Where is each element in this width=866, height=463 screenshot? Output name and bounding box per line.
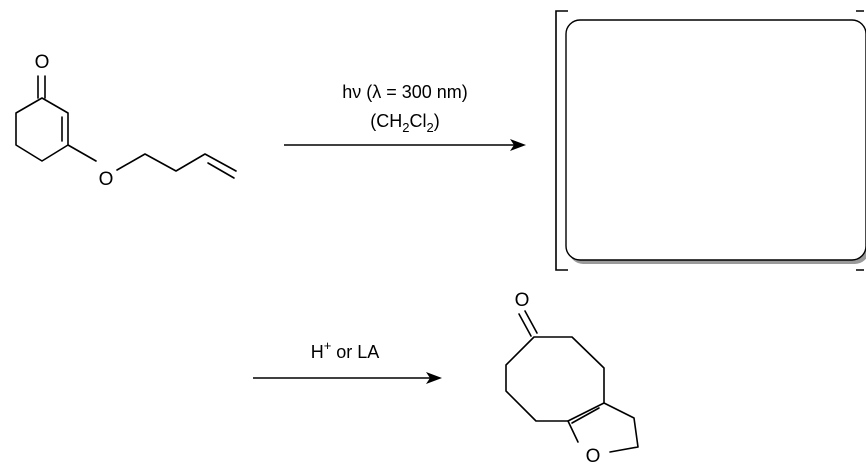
intermediate-bracket-right xyxy=(856,10,864,271)
intermediate-bracket-left xyxy=(555,10,568,271)
reactant-carbonyl-oxygen: O xyxy=(35,52,50,73)
product-co-bond xyxy=(518,310,538,337)
step1-conditions-line1: hν (λ = 300 nm) xyxy=(342,82,468,102)
product-five-ring xyxy=(603,402,639,453)
reactant-ring xyxy=(15,97,69,162)
step2-reagent: H+ or LA xyxy=(311,338,380,362)
reactant-co-bond xyxy=(37,75,46,99)
product-carbonyl-oxygen: O xyxy=(515,290,530,311)
product-ring-double-bond xyxy=(571,407,600,424)
step1-conditions-line2: (CH2Cl2) xyxy=(370,111,439,135)
reactant-structure: O O xyxy=(15,52,237,190)
step2-conditions: H+ or LA xyxy=(311,338,380,362)
intermediate-answer-box[interactable] xyxy=(565,19,866,264)
reactant-c-o-bond xyxy=(67,144,97,162)
step2-arrow xyxy=(253,372,442,384)
product-structure: O O xyxy=(505,290,639,463)
product-ring-oxygen: O xyxy=(586,446,601,463)
step1-conditions: hν (λ = 300 nm) (CH2Cl2) xyxy=(342,82,468,135)
product-ring-o-bond xyxy=(567,420,579,443)
reactant-ether-oxygen: O xyxy=(99,169,114,190)
product-eight-ring xyxy=(505,336,605,422)
reactant-butenyl-chain xyxy=(116,153,237,172)
reactant-alkene-double-bond xyxy=(207,162,235,179)
step1-arrow xyxy=(284,139,526,151)
